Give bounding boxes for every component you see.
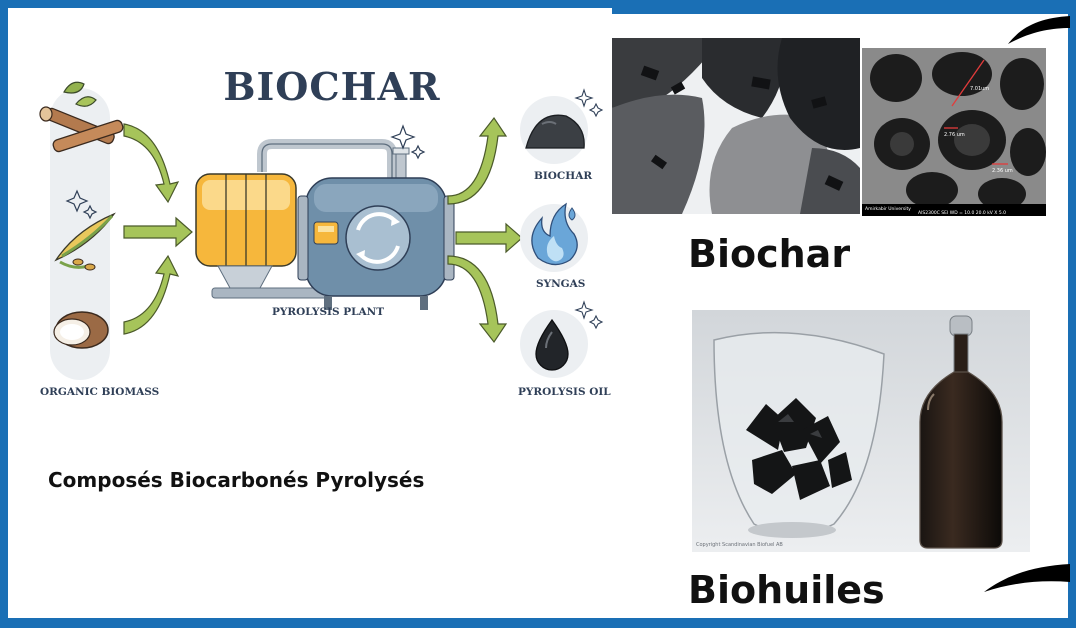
wood-logs-icon <box>39 81 124 153</box>
biooil-photo-credit: Copyright Scandinavian Biofuel AB <box>696 542 783 548</box>
biochar-label: Biochar <box>688 232 851 276</box>
diagram-title: BIOCHAR <box>223 64 441 109</box>
slide-subtitle: Composés Biocarbonés Pyrolysés <box>48 468 425 492</box>
organic-biomass-label: ORGANIC BIOMASS <box>40 386 160 398</box>
diagram-illustration <box>39 81 604 380</box>
pyrolysis-diagram: BIOCHAR <box>12 12 612 412</box>
biohuiles-label: Biohuiles <box>688 568 885 612</box>
sem-settings: AIS2300C SEI WD = 10.0 20.0 kV X 5.0 <box>918 210 1006 216</box>
oil-drop-icon <box>535 300 604 371</box>
bottom-right-swoosh <box>984 564 1070 592</box>
biochar-pile-photo <box>612 38 860 214</box>
biochar-sem-micrograph: 7.01um 2.76 um 2.36 um Amirkabir Univers… <box>862 48 1046 216</box>
sem-measure-1: 7.01um <box>970 86 989 92</box>
sem-caption: Amirkabir University <box>865 206 911 212</box>
biochar-pile-icon <box>525 88 604 149</box>
biochar-output-label: BIOCHAR <box>534 170 593 182</box>
pyrolysis-oil-output-label: PYROLYSIS OIL <box>518 386 611 398</box>
frame-left-border <box>0 0 8 628</box>
pyrolysis-plant-label: PYROLYSIS PLANT <box>272 306 385 318</box>
input-arrows <box>123 123 193 335</box>
frame-bottom-border <box>0 618 1076 628</box>
frame-right-border <box>1068 0 1076 628</box>
frame-top-border-right <box>612 0 1076 14</box>
sem-measure-3: 2.36 um <box>992 168 1013 174</box>
output-arrows <box>447 116 523 344</box>
syngas-output-label: SYNGAS <box>536 278 586 290</box>
crop-residue-icon <box>54 189 116 271</box>
coconut-icon <box>53 311 109 349</box>
pyrolysis-plant-icon <box>195 124 455 310</box>
syngas-flame-icon <box>531 202 578 266</box>
frame-top-border <box>0 0 612 8</box>
sem-measure-2: 2.76 um <box>944 132 965 138</box>
biooil-photo: Copyright Scandinavian Biofuel AB <box>692 310 1030 552</box>
top-right-swoosh <box>1008 16 1070 44</box>
